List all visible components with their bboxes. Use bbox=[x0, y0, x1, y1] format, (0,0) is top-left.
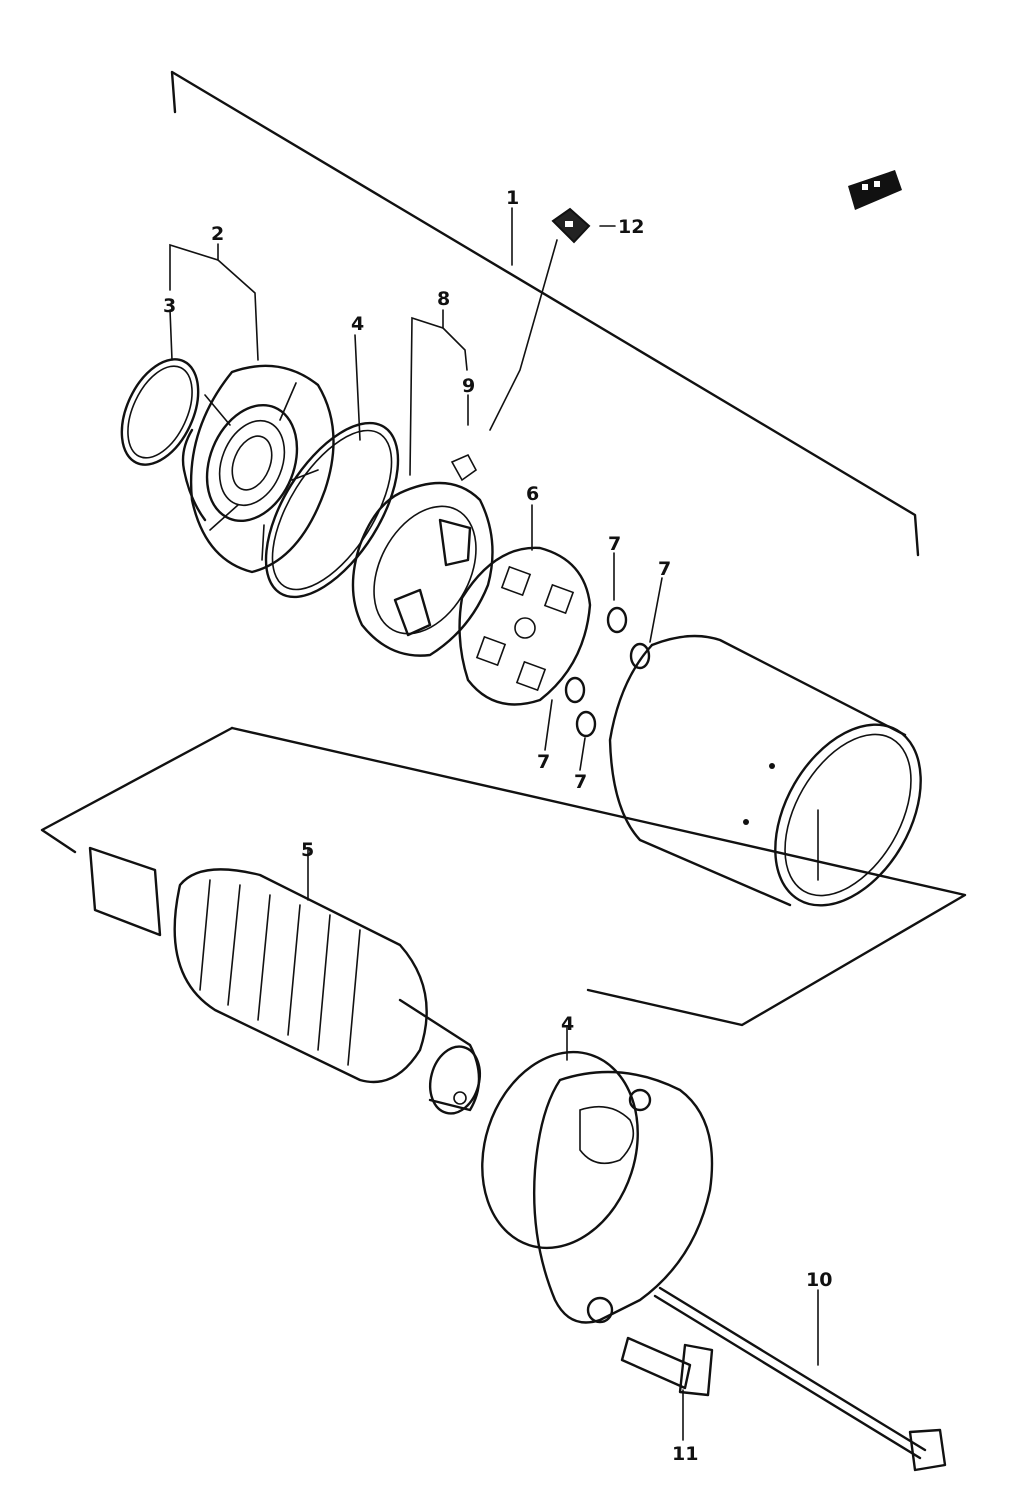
callout-5: 5 bbox=[301, 839, 314, 861]
callout-11: 11 bbox=[672, 1443, 698, 1465]
callout-7-a: 7 bbox=[608, 533, 621, 555]
o-ring-part-3 bbox=[120, 358, 200, 466]
callout-7-d: 7 bbox=[574, 771, 587, 793]
spring-part-7-d bbox=[575, 710, 597, 738]
rubber-bushing-part-12 bbox=[551, 207, 591, 244]
front-direction-icon bbox=[848, 170, 902, 210]
callout-4-upper: 4 bbox=[351, 313, 364, 335]
end-housing-part-2 bbox=[181, 364, 335, 574]
callout-10: 10 bbox=[806, 1269, 832, 1291]
bolt-part-11 bbox=[620, 1336, 714, 1397]
spring-part-7-c bbox=[564, 676, 586, 704]
through-bolt-part-10 bbox=[653, 1286, 947, 1472]
assembly-bracket-lower bbox=[40, 726, 967, 1027]
callout-9: 9 bbox=[462, 375, 475, 397]
brush-plate-part-6 bbox=[458, 546, 592, 706]
assembly-bracket-1 bbox=[170, 70, 920, 557]
spring-part-7-a bbox=[606, 606, 628, 634]
o-ring-part-4-upper bbox=[264, 421, 400, 599]
callout-2: 2 bbox=[211, 223, 224, 245]
callout-7-b: 7 bbox=[658, 558, 671, 580]
callout-6: 6 bbox=[526, 483, 539, 505]
yoke-housing bbox=[608, 634, 922, 907]
callout-12: 12 bbox=[618, 216, 644, 238]
leader-lines bbox=[169, 207, 819, 1441]
callout-1: 1 bbox=[506, 187, 519, 209]
callout-3: 3 bbox=[163, 295, 176, 317]
armature-part-5 bbox=[88, 846, 481, 1115]
callout-7-c: 7 bbox=[537, 751, 550, 773]
spring-part-7-b bbox=[629, 642, 651, 670]
o-ring-part-4-lower bbox=[481, 1050, 639, 1250]
callout-4-lower: 4 bbox=[561, 1013, 574, 1035]
end-cover bbox=[532, 1070, 714, 1324]
brush-holder-housing bbox=[351, 453, 494, 657]
callout-8: 8 bbox=[437, 288, 450, 310]
